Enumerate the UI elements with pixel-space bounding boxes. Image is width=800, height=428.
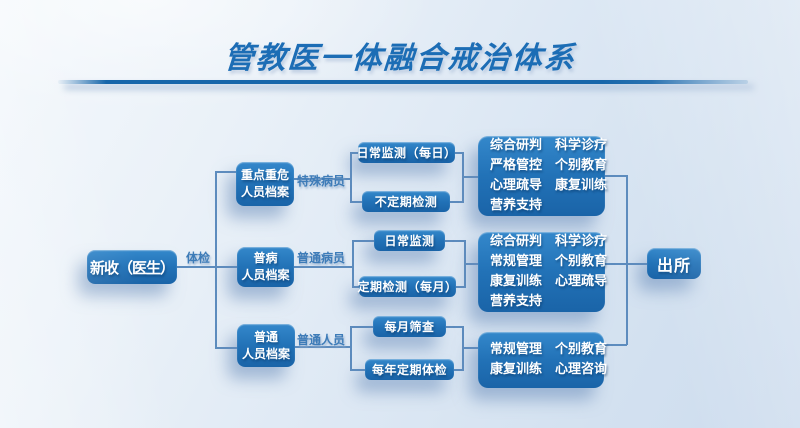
node-treatment-general: 常规管理 个别教育 康复训练 心理咨询 (478, 332, 608, 388)
node-label-line2: 人员档案 (241, 346, 290, 361)
connector-line (351, 369, 365, 371)
treatment-line: 综合研判 科学诊疗 (490, 234, 608, 249)
node-annual-physical: 每年定期体检 (365, 359, 454, 380)
connector-line (352, 240, 354, 288)
node-label: 每月筛查 (384, 320, 435, 334)
node-label: 定期检测（每月） (357, 280, 458, 294)
node-release: 出所 (647, 248, 701, 279)
connector-line (295, 346, 351, 348)
connector-line (605, 175, 627, 177)
page-title: 管教医一体融合戒治体系 (222, 41, 577, 76)
connector-line (604, 344, 627, 346)
node-label: 每年定期体检 (371, 363, 447, 377)
connector-line (351, 201, 363, 203)
connector-line (294, 178, 351, 180)
connector-line (353, 240, 374, 242)
node-label-line2: 人员档案 (240, 185, 289, 199)
node-label: 日常监测（每日） (356, 146, 457, 160)
edge-label-common-persons: 普通人员 (296, 333, 345, 347)
connector-line (350, 152, 352, 203)
connector-line (463, 347, 478, 349)
node-label: 出所 (656, 255, 691, 275)
treatment-line: 康复训练 心理疏导 (490, 274, 608, 289)
node-label: 不定期检测 (374, 195, 438, 209)
node-daily-monitor-everyday: 日常监测（每日） (356, 142, 457, 163)
connector-line (605, 263, 647, 265)
treatment-line: 营养支持 (490, 198, 543, 213)
connector-line (445, 240, 465, 242)
edge-label-special-patients: 特殊病员 (296, 174, 345, 188)
node-new-intake: 新收（医生） (87, 250, 177, 284)
connector-line (446, 326, 463, 328)
treatment-line: 严格管控 个别教育 (490, 158, 608, 173)
connector-line (215, 171, 217, 349)
node-irregular-check: 不定期检测 (362, 191, 450, 212)
node-label-line1: 重点重危 (240, 168, 289, 182)
connector-line (462, 326, 464, 371)
node-archive-common-illness: 普病 人员档案 (237, 247, 294, 287)
connector-line (465, 263, 478, 265)
connector-line (351, 152, 359, 154)
node-archive-general: 普通 人员档案 (237, 324, 295, 367)
treatment-line: 康复训练 心理咨询 (490, 362, 608, 377)
connector-line (216, 171, 237, 173)
treatment-line: 心理疏导 康复训练 (490, 178, 608, 193)
connector-line (293, 266, 353, 268)
connector-line (216, 266, 238, 268)
node-label: 新收（医生） (89, 258, 175, 277)
connector-line (351, 326, 373, 328)
connector-line (464, 240, 466, 288)
node-archive-key-critical: 重点重危 人员档案 (236, 162, 294, 206)
treatment-line: 营养支持 (490, 294, 543, 309)
node-treatment-common-illness: 综合研判 科学诊疗 常规管理 个别教育 康复训练 心理疏导 营养支持 (478, 232, 608, 312)
title-underline (58, 80, 748, 84)
treatment-line: 综合研判 科学诊疗 (490, 138, 608, 153)
connector-line (454, 369, 463, 371)
connector-line (626, 175, 628, 345)
node-label-line2: 人员档案 (241, 268, 290, 282)
connector-line (350, 326, 352, 371)
node-monthly-screening: 每月筛查 (373, 316, 446, 337)
connector-line (450, 201, 463, 203)
connector-line (463, 176, 478, 178)
node-daily-monitor: 日常监测 (374, 230, 445, 251)
node-treatment-special: 综合研判 科学诊疗 严格管控 个别教育 心理疏导 康复训练 营养支持 (478, 136, 608, 216)
node-label: 日常监测 (384, 234, 435, 248)
connector-line (456, 286, 465, 288)
treatment-line: 常规管理 个别教育 (490, 342, 608, 357)
treatment-line: 常规管理 个别教育 (490, 254, 608, 269)
connector-line (177, 266, 216, 268)
edge-label-common-patients: 普通病员 (296, 251, 345, 265)
edge-label-physical-exam: 体检 (185, 251, 210, 265)
connector-line (462, 152, 464, 203)
connector-line (216, 347, 238, 349)
connector-line (353, 286, 360, 288)
node-label-line1: 普通 (253, 329, 278, 344)
connector-line (455, 152, 463, 154)
node-label-line1: 普病 (253, 251, 278, 265)
node-regular-check-monthly: 定期检测（每月） (357, 276, 458, 297)
